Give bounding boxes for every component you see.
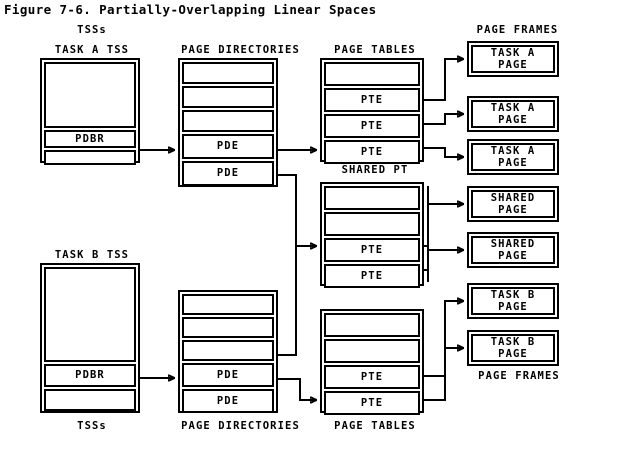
caption-page-directories-top: PAGE DIRECTORIES	[181, 44, 300, 56]
page-frame-6: TASK B PAGE	[467, 330, 559, 366]
page-frame-line1: TASK B	[490, 288, 536, 301]
caption-page-tables-bottom: PAGE TABLES	[334, 420, 416, 432]
figure-title: Figure 7-6. Partially-Overlapping Linear…	[4, 2, 377, 17]
wire-pde-a2-to-shared-pt	[278, 174, 316, 246]
tss-cell-pdbr: PDBR	[44, 364, 136, 387]
pte-cell-blank	[324, 313, 420, 337]
wire-pde-b1-to-shared-pt	[278, 246, 297, 356]
shared-pte-cell-blank	[324, 186, 420, 210]
page-directory-a-box: PDE PDE	[178, 58, 278, 187]
page-frame-line1: SHARED	[490, 191, 536, 204]
wire-pde-b2-to-page-table-b	[278, 378, 316, 400]
page-table-a-box: PTE PTE PTE	[320, 58, 424, 164]
task-a-tss-box: PDBR	[40, 58, 140, 165]
pte-cell-pte: PTE	[324, 114, 420, 138]
pde-cell-blank	[182, 110, 274, 132]
wire-pte-b1-to-frame-5	[424, 301, 463, 377]
caption-tss-bottom: TSSs	[77, 420, 107, 432]
shared-pte-cell-blank	[324, 212, 420, 236]
caption-shared-pt: SHARED PT	[341, 164, 409, 176]
pte-cell-blank	[324, 62, 420, 86]
pte-cell-pte: PTE	[324, 140, 420, 164]
pde-cell-pde: PDE	[182, 363, 274, 387]
caption-task-a-tss: TASK A TSS	[54, 44, 130, 56]
caption-page-frames-top: PAGE FRAMES	[476, 24, 559, 36]
page-frame-0: TASK A PAGE	[467, 41, 559, 77]
page-frame-3: SHARED PAGE	[467, 186, 559, 222]
page-frame-line2: PAGE	[498, 59, 528, 71]
page-frame-line2: PAGE	[498, 301, 528, 313]
page-frame-line2: PAGE	[498, 250, 528, 262]
page-directory-b-box: PDE PDE	[178, 290, 278, 413]
pte-cell-pte: PTE	[324, 365, 420, 389]
pde-cell-pde: PDE	[182, 161, 274, 186]
pde-cell-blank	[182, 86, 274, 108]
tss-cell-blank	[44, 267, 136, 362]
shared-pte-cell-pte: PTE	[324, 264, 420, 288]
tss-cell-pdbr: PDBR	[44, 130, 136, 148]
page-frame-line2: PAGE	[498, 157, 528, 169]
page-frame-5: TASK B PAGE	[467, 283, 559, 319]
caption-page-directories-bottom: PAGE DIRECTORIES	[181, 420, 300, 432]
page-frame-line2: PAGE	[498, 348, 528, 360]
caption-page-frames-bottom: PAGE FRAMES	[478, 370, 560, 382]
pde-cell-pde: PDE	[182, 389, 274, 413]
caption-task-b-tss: TASK B TSS	[54, 249, 130, 261]
page-frame-4: SHARED PAGE	[467, 232, 559, 268]
task-b-tss-box: PDBR	[40, 263, 140, 413]
shared-pte-cell-pte: PTE	[324, 238, 420, 262]
page-frame-1: TASK A PAGE	[467, 96, 559, 132]
page-frame-line2: PAGE	[498, 204, 528, 216]
tss-cell-blank	[44, 150, 136, 165]
pte-cell-pte: PTE	[324, 88, 420, 112]
page-frame-line1: TASK A	[490, 46, 536, 59]
page-frame-line2: PAGE	[498, 114, 528, 126]
pde-cell-blank	[182, 317, 274, 338]
pte-cell-pte: PTE	[324, 391, 420, 415]
page-frame-line1: SHARED	[490, 237, 536, 250]
tss-cell-blank	[44, 62, 136, 128]
pde-cell-pde: PDE	[182, 134, 274, 159]
wire-pte-a2-to-frame-1	[424, 114, 463, 125]
wire-shared-pte2-to-frame-4	[424, 250, 463, 271]
wire-pte-a1-to-frame-0	[424, 59, 463, 101]
page-frame-line1: TASK B	[490, 335, 536, 348]
pde-cell-blank	[182, 340, 274, 361]
shared-page-table-box: PTE PTE	[320, 182, 424, 288]
caption-page-tables-top: PAGE TABLES	[334, 44, 416, 56]
page-frame-line1: TASK A	[490, 144, 536, 157]
caption-tss-top: TSSs	[77, 24, 107, 36]
pde-cell-blank	[182, 62, 274, 84]
wire-pte-a3-to-frame-2	[424, 147, 463, 157]
page-frame-2: TASK A PAGE	[467, 139, 559, 175]
tss-cell-blank	[44, 389, 136, 411]
page-table-b-box: PTE PTE	[320, 309, 424, 415]
wire-shared-pte1-to-frame-3	[424, 204, 463, 247]
page-frame-line1: TASK A	[490, 101, 536, 114]
pde-cell-blank	[182, 294, 274, 315]
pte-cell-blank	[324, 339, 420, 363]
